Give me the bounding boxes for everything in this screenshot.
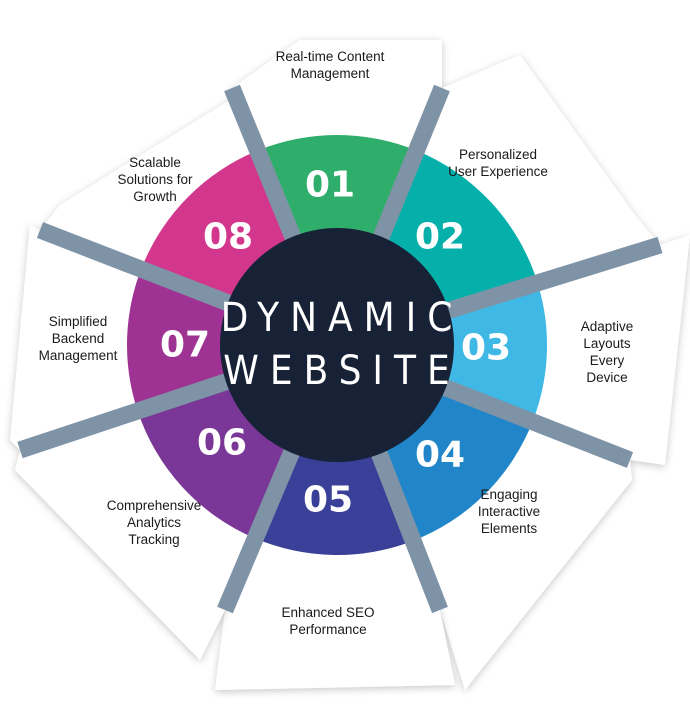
segment-number: 07 <box>160 325 210 366</box>
segment-label-line: Management <box>291 66 370 81</box>
segment-05 <box>378 386 534 542</box>
divider-bars <box>17 84 663 614</box>
segment-label-line: Real-time Content <box>276 49 385 64</box>
segment-label-line: Every <box>590 353 625 368</box>
segment-label-line: User Experience <box>448 164 548 179</box>
segment-label-line: Adaptive <box>581 319 634 334</box>
segment-label-line: Tracking <box>128 532 179 547</box>
segment-label-line: Comprehensive <box>107 498 202 513</box>
segment-07 <box>137 380 293 539</box>
segment-label-line: Growth <box>133 189 177 204</box>
segment-label-line: Device <box>586 370 627 385</box>
divider-bar <box>366 84 450 256</box>
segment-label-line: Enhanced SEO <box>281 605 374 620</box>
divider-bar <box>430 236 663 324</box>
title-line-2: WEBSITE <box>223 348 460 394</box>
segment-06 <box>254 450 413 556</box>
segment-number: 06 <box>197 423 247 464</box>
divider-bar <box>426 373 634 468</box>
segment-number: 08 <box>203 217 253 258</box>
segment-label: Enhanced SEO Performance <box>281 605 374 637</box>
segment-label-line: Solutions for <box>117 172 193 187</box>
center-circle <box>220 228 454 462</box>
segment-label-line: Simplified <box>49 314 108 329</box>
divider-bar <box>217 433 306 614</box>
segment-label-line: Layouts <box>583 336 631 351</box>
segment-label-line: Scalable <box>129 155 181 170</box>
divider-bar <box>224 84 308 256</box>
segment-number: 05 <box>303 480 353 521</box>
segment-label-line: Management <box>39 348 118 363</box>
segment-label-line: Interactive <box>478 504 540 519</box>
title-line-1: DYNAMIC <box>221 295 464 341</box>
segment-number: 01 <box>305 165 355 206</box>
segment-number: 03 <box>461 328 511 369</box>
segment-label-line: Backend <box>52 331 105 346</box>
divider-bar <box>365 435 448 614</box>
segment-label-line: Engaging <box>480 487 537 502</box>
segment-03 <box>380 150 537 310</box>
segment-number: 04 <box>415 435 465 476</box>
segment-01 <box>142 150 294 302</box>
segment-label-line: Analytics <box>127 515 181 530</box>
divider-bar <box>36 222 247 317</box>
segment-number: 02 <box>415 217 465 258</box>
segment-label-line: Elements <box>481 521 538 536</box>
divider-bar <box>17 368 245 459</box>
segment-label-line: Personalized <box>459 147 537 162</box>
segment-02 <box>258 134 416 239</box>
segment-04 <box>444 280 548 421</box>
segment-label-line: Performance <box>289 622 366 637</box>
